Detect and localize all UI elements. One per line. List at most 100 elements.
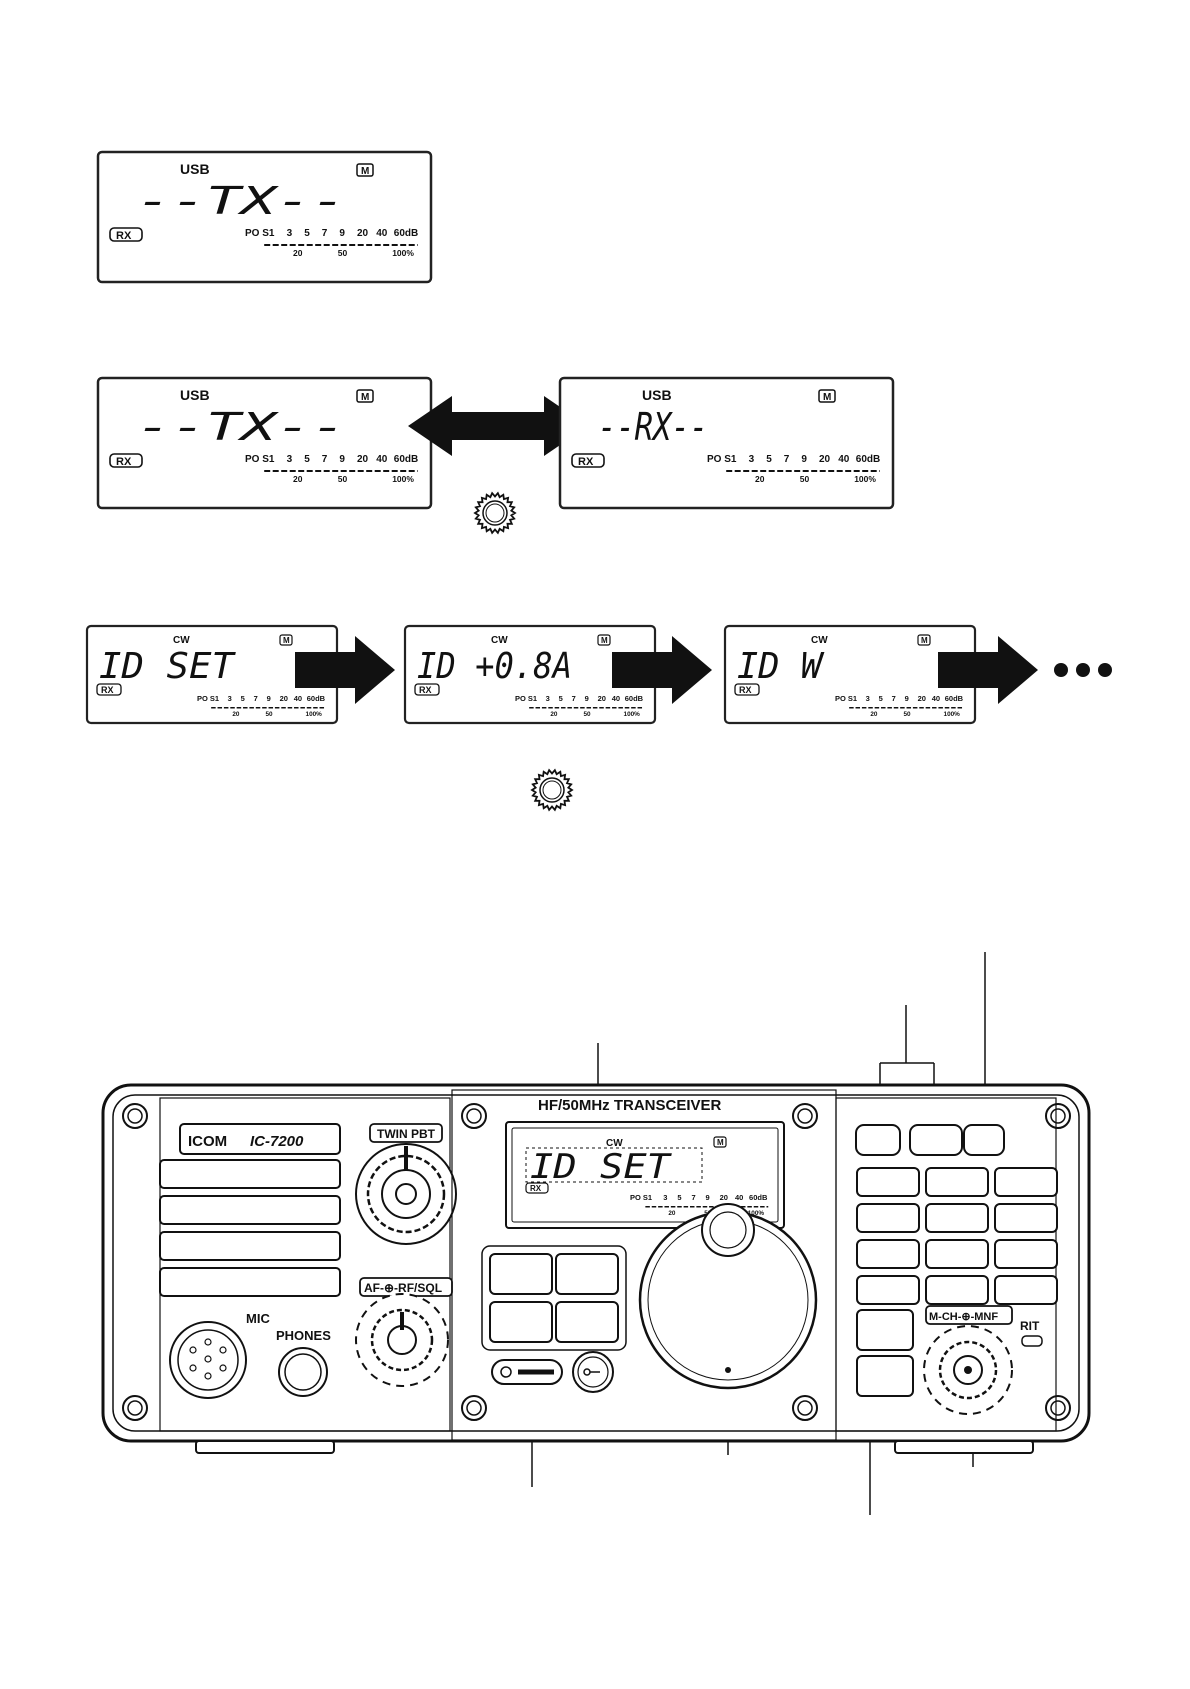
top-button[interactable] <box>855 1124 901 1156</box>
keypad-key[interactable] <box>925 1275 989 1305</box>
rx-badge: RX <box>109 453 143 468</box>
keypad-key[interactable] <box>994 1167 1058 1197</box>
scale-tick-label: 20 <box>755 474 765 484</box>
function-key[interactable] <box>489 1301 553 1343</box>
keypad-key[interactable] <box>925 1167 989 1197</box>
phones-jack: PHONES <box>276 1328 331 1397</box>
scale-tick-label: 60dB <box>394 454 418 465</box>
function-key[interactable] <box>489 1253 553 1295</box>
af-rf-sql-knob[interactable]: AF-⊕-RF/SQL <box>355 1277 453 1387</box>
model-badge: ICOM IC-7200 <box>179 1123 341 1155</box>
keypad-key[interactable] <box>856 1203 920 1233</box>
keypad-key[interactable] <box>856 1275 920 1305</box>
scale-tick-label: 7 <box>691 1193 695 1202</box>
svg-text:RX: RX <box>116 230 132 242</box>
svg-text:M: M <box>823 392 831 403</box>
scale-tick-label: 50 <box>338 474 348 484</box>
lcd-mode: USB <box>180 161 210 177</box>
top-button[interactable] <box>963 1124 1005 1156</box>
svg-text:M: M <box>921 636 928 645</box>
scale-tick-label: 40 <box>612 694 620 703</box>
double-arrow-icon <box>408 396 588 456</box>
svg-text:RX: RX <box>578 456 594 468</box>
scale-tick-label: 5 <box>677 1193 681 1202</box>
scale-tick-label: 3 <box>287 228 293 239</box>
svg-text:RX: RX <box>419 685 432 695</box>
function-key[interactable] <box>555 1253 619 1295</box>
key-icon <box>583 1368 600 1376</box>
speaker-grille <box>159 1159 341 1297</box>
scale-tick-label: 5 <box>766 454 772 465</box>
scale-tick-label: 3 <box>663 1193 667 1202</box>
scale-tick-label: 7 <box>892 694 896 703</box>
screw-icon <box>122 1395 148 1421</box>
rit-indicator: RIT <box>1020 1319 1043 1347</box>
rx-badge: RX <box>530 1184 542 1193</box>
keypad-key[interactable] <box>925 1203 989 1233</box>
keypad[interactable] <box>856 1167 1058 1305</box>
power-icon <box>500 1366 512 1378</box>
scale-tick-label: 50 <box>583 711 591 718</box>
lcd-mode: USB <box>180 387 210 403</box>
scale-tick-label: 20 <box>293 474 303 484</box>
rx-badge: RX <box>96 683 122 696</box>
scale-tick-label: 40 <box>376 454 388 465</box>
scale-tick-label: 7 <box>322 454 328 465</box>
side-buttons[interactable] <box>856 1309 914 1397</box>
function-key[interactable] <box>555 1301 619 1343</box>
scale-tick-label: 20 <box>668 1210 676 1217</box>
scale-tick-label: 60dB <box>307 694 326 703</box>
svg-text:M: M <box>361 392 369 403</box>
scale-tick-label: 9 <box>267 694 271 703</box>
rx-badge: RX <box>109 227 143 242</box>
power-button[interactable] <box>491 1359 563 1385</box>
m-ch-mnf-label: M-CH-⊕-MNF <box>929 1311 998 1323</box>
scale-tick-label: 20 <box>598 694 606 703</box>
arrow-right-icon <box>295 636 395 704</box>
side-button[interactable] <box>856 1309 914 1351</box>
keypad-key[interactable] <box>994 1239 1058 1269</box>
scale-tick-label: 100% <box>748 1210 765 1217</box>
scale-tick-label: 40 <box>838 454 850 465</box>
scale-tick-label: 9 <box>339 454 345 465</box>
lcd-main-readout: ID SET <box>99 646 236 687</box>
main-tuning-dial[interactable] <box>638 1203 818 1390</box>
top-button[interactable] <box>909 1124 963 1156</box>
scale-tick-label: 20 <box>232 711 240 718</box>
screw-icon <box>792 1395 818 1421</box>
memory-badge: M <box>717 1138 724 1147</box>
function-keys[interactable] <box>489 1253 619 1343</box>
rx-badge: RX <box>734 683 760 696</box>
keypad-key[interactable] <box>856 1167 920 1197</box>
keypad-key[interactable] <box>856 1239 920 1269</box>
lcd-main-readout: --TX-- <box>136 405 346 449</box>
lock-button[interactable] <box>572 1351 614 1393</box>
scale-tick-label: 50 <box>800 474 810 484</box>
scale-tick-label: 20 <box>280 694 288 703</box>
scale-tick-label: 7 <box>254 694 258 703</box>
keypad-key[interactable] <box>994 1203 1058 1233</box>
dial-knob-icon <box>530 768 574 812</box>
keypad-key[interactable] <box>925 1239 989 1269</box>
scale-tick-label: 7 <box>572 694 576 703</box>
phones-label: PHONES <box>276 1328 331 1343</box>
scale-tick-label: 40 <box>932 694 940 703</box>
svg-text:M: M <box>601 636 608 645</box>
m-ch-mnf-knob[interactable]: M-CH-⊕-MNF <box>923 1305 1013 1415</box>
foot-left <box>195 1440 335 1454</box>
twin-pbt-knob[interactable]: TWIN PBT <box>355 1123 457 1245</box>
side-button[interactable] <box>856 1355 914 1397</box>
scale-tick-label: 9 <box>706 1193 710 1202</box>
scale-tick-label: 100% <box>392 474 414 484</box>
keypad-key[interactable] <box>994 1275 1058 1305</box>
top-buttons[interactable] <box>855 1124 1005 1156</box>
scale-tick-label: 60dB <box>394 228 418 239</box>
